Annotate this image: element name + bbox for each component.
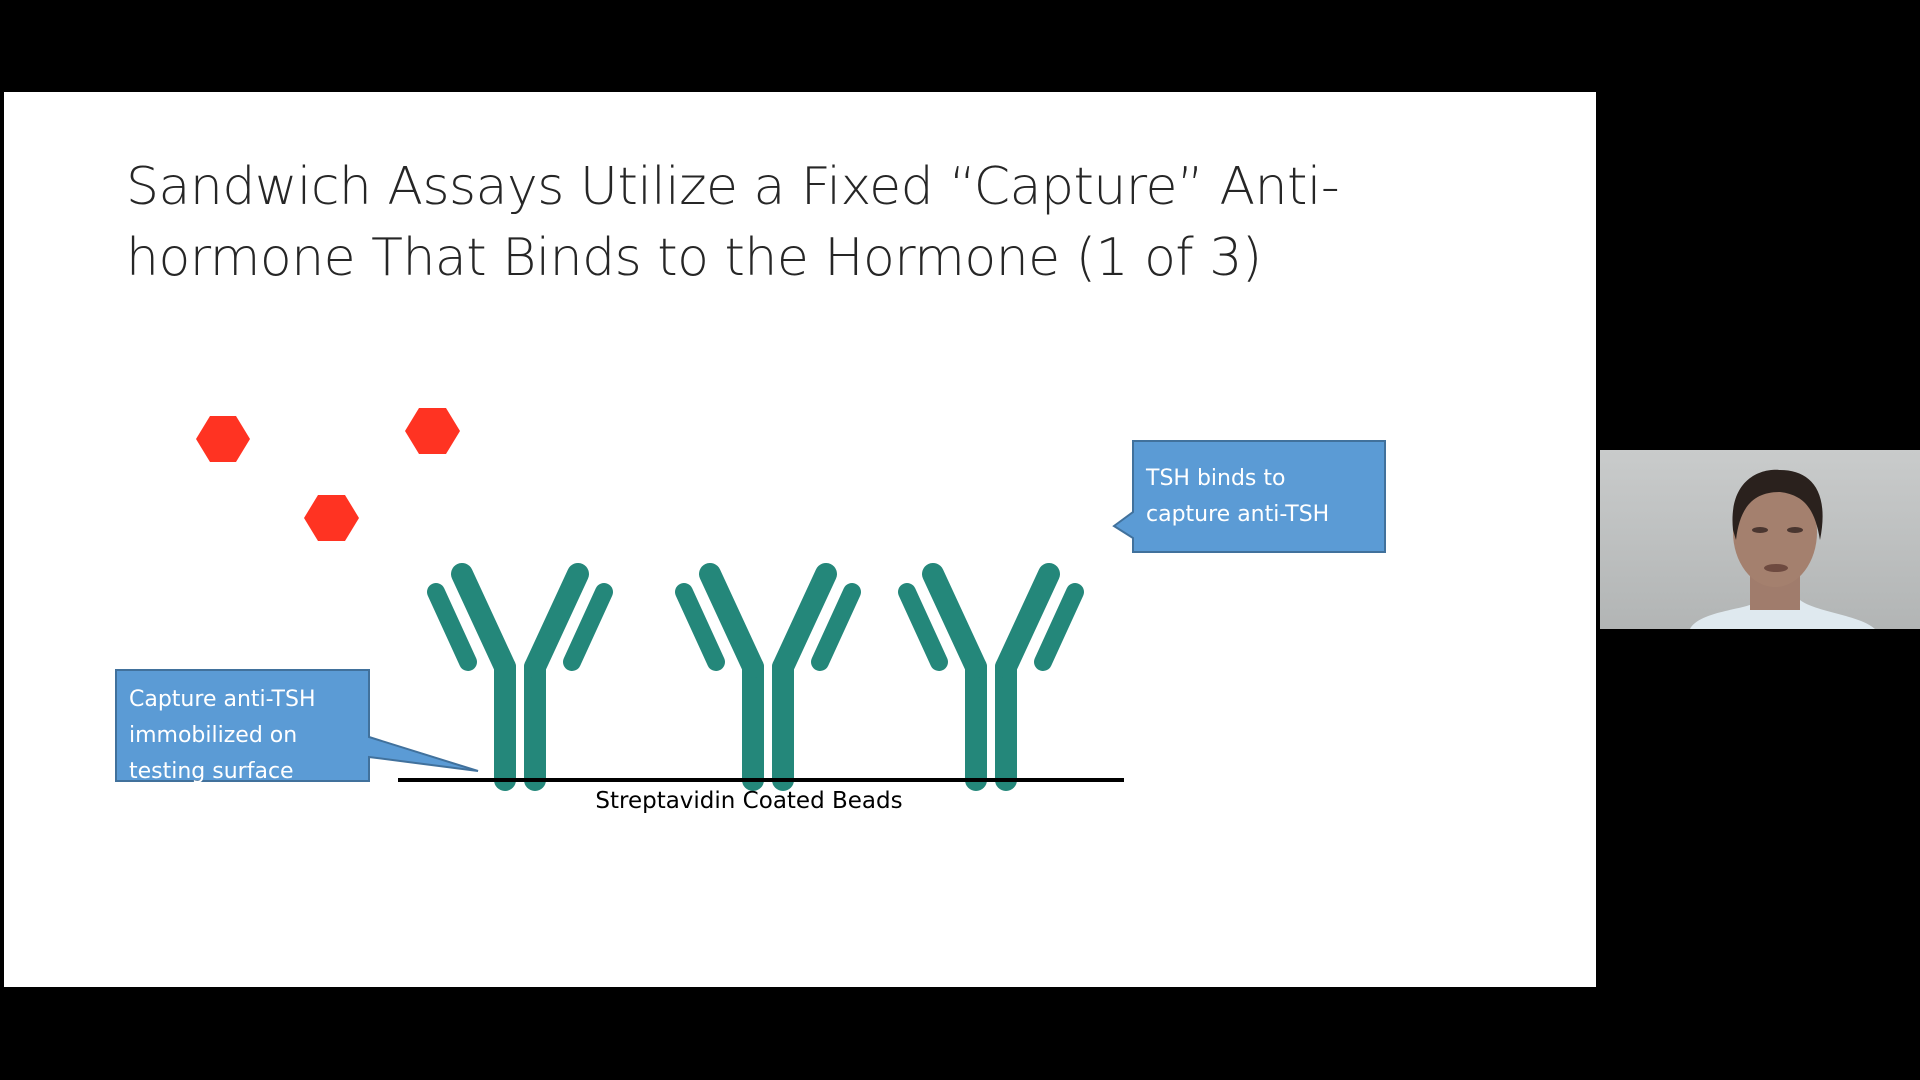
sandwich-assay-diagram: TSH binds to capture anti-TSH Capture an… [115, 408, 1386, 987]
callout-capture-anti-tsh: Capture anti-TSH immobilized on testing … [115, 669, 479, 784]
presenter-webcam-video [1600, 450, 1920, 629]
title-line-1: Sandwich Assays Utilize a Fixed “Capture… [126, 157, 1340, 217]
hormone-hexagon [304, 495, 359, 541]
capture-antibody [684, 574, 852, 780]
callout-line: testing surface [129, 759, 294, 784]
callout-line: immobilized on [129, 723, 297, 748]
callout-line: capture anti-TSH [1146, 502, 1329, 527]
hormone-hexagon [196, 416, 250, 462]
capture-antibody [436, 574, 604, 780]
presenter-image [1690, 469, 1875, 629]
callout-tsh-binds: TSH binds to capture anti-TSH [1112, 440, 1386, 553]
slide-title: Sandwich Assays Utilize a Fixed “Capture… [126, 152, 1426, 294]
hormone-hexagon [405, 408, 460, 454]
presentation-slide: Sandwich Assays Utilize a Fixed “Capture… [4, 92, 1596, 987]
callout-line: Capture anti-TSH [129, 687, 316, 712]
callout-line: TSH binds to [1145, 466, 1285, 491]
testing-surface-line [398, 778, 1124, 782]
title-line-2: hormone That Binds to the Hormone (1 of … [126, 228, 1262, 288]
surface-label: Streptavidin Coated Beads [595, 788, 903, 814]
capture-antibody [907, 574, 1075, 780]
